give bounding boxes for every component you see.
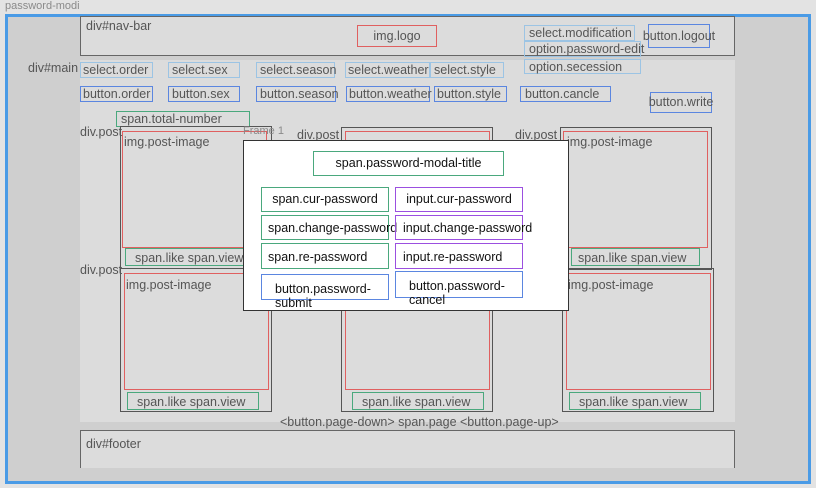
cur-password-label: span.cur-password: [261, 187, 389, 212]
frame-name: password-modi: [5, 0, 80, 12]
frame1-label: Frame 1: [243, 125, 284, 137]
cur-password-input[interactable]: input.cur-password: [395, 187, 523, 212]
season-button[interactable]: button.season: [256, 86, 339, 102]
sex-button[interactable]: button.sex: [168, 86, 240, 102]
post-meta: span.like span.view: [569, 392, 701, 410]
change-password-input[interactable]: input.change-password: [395, 215, 532, 240]
logout-button[interactable]: button.logout: [643, 24, 715, 48]
post-image: img.post-image: [563, 131, 708, 248]
style-select[interactable]: select.style: [430, 62, 504, 78]
cancle-button[interactable]: button.cancle: [520, 86, 611, 102]
logo[interactable]: img.logo: [357, 25, 437, 47]
sex-select[interactable]: select.sex: [168, 62, 240, 78]
pagination[interactable]: <button.page-down> span.page <button.pag…: [280, 415, 559, 429]
main-label: div#main: [28, 61, 79, 75]
write-button[interactable]: button.write: [648, 92, 714, 113]
footer: [80, 430, 735, 468]
password-cancel-button[interactable]: button.password-cancel: [395, 271, 523, 307]
season-select[interactable]: select.season: [256, 62, 336, 78]
weather-button[interactable]: button.weather: [346, 86, 432, 102]
write-button-label: button.write: [648, 95, 714, 110]
footer-label: div#footer: [86, 437, 141, 451]
post-card[interactable]: [562, 268, 714, 412]
re-password-label: span.re-password: [261, 243, 389, 269]
logout-button-label: button.logout: [642, 28, 716, 43]
nav-bar-label: div#nav-bar: [86, 19, 152, 33]
post-label: div.post: [515, 128, 558, 142]
change-password-label: span.change-password: [261, 215, 397, 240]
post-card[interactable]: [120, 268, 272, 412]
post-meta: span.like span.view: [127, 392, 259, 410]
post-label: div.post: [297, 128, 340, 142]
order-button[interactable]: button.order: [80, 86, 153, 102]
re-password-input[interactable]: input.re-password: [395, 243, 523, 269]
nav-bar: [80, 16, 735, 56]
total-number: span.total-number: [116, 111, 250, 127]
option-secession[interactable]: option.secession: [524, 59, 641, 74]
password-modal: [243, 140, 569, 311]
modification-select[interactable]: select.modification: [524, 25, 635, 41]
weather-select[interactable]: select.weather: [345, 62, 430, 78]
password-submit-button[interactable]: button.password-submit: [261, 274, 389, 310]
post-label: div.post: [80, 263, 123, 277]
post-meta: span.like span.view: [352, 392, 484, 410]
post-label: div.post: [80, 125, 123, 139]
option-password-edit[interactable]: option.password-edit: [524, 41, 644, 57]
password-modal-title: span.password-modal-title: [313, 151, 504, 176]
post-image: img.post-image: [566, 273, 711, 390]
post-meta: span.like span.view: [571, 248, 700, 266]
order-select[interactable]: select.order: [80, 62, 153, 78]
post-image: img.post-image: [124, 273, 269, 390]
style-button[interactable]: button.style: [434, 86, 507, 102]
